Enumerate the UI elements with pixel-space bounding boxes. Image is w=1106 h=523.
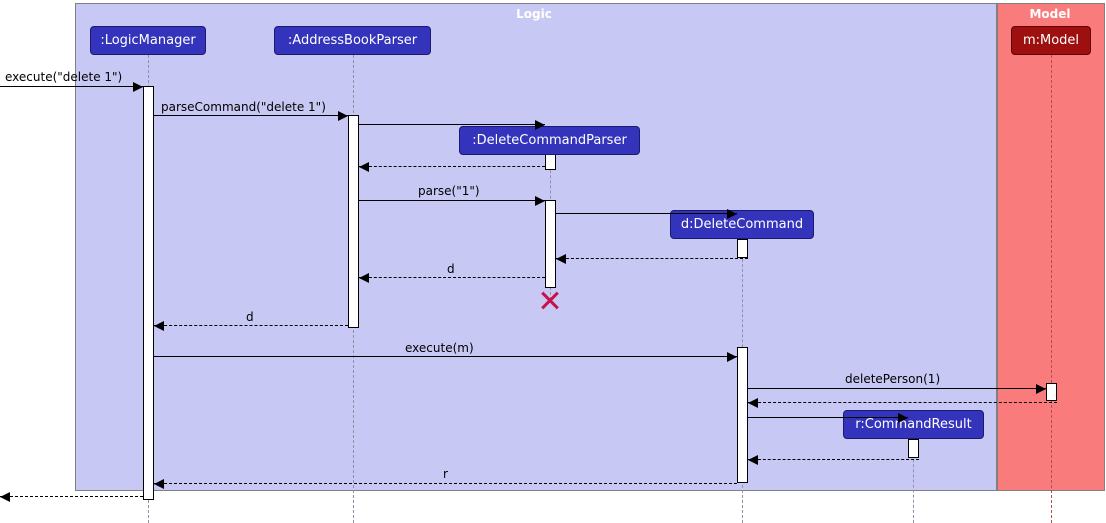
- activation-bar-deletecommandparser: [545, 200, 556, 288]
- activation-bar-logicexec: [737, 347, 748, 483]
- message-line-m1: [0, 86, 143, 87]
- message-arrowhead-m2: [338, 111, 348, 121]
- message-arrowhead-m11: [1036, 384, 1046, 394]
- message-arrowhead-m16: [0, 492, 10, 502]
- lifeline-commandresult: [913, 439, 914, 523]
- participant-model[interactable]: m:Model: [1011, 26, 1091, 55]
- participant-logicmanager[interactable]: :LogicManager: [90, 26, 206, 55]
- message-label-m2: parseCommand("delete 1"): [161, 100, 326, 114]
- message-line-m10: [154, 356, 737, 357]
- message-line-m14: [748, 459, 919, 460]
- message-arrowhead-m7: [556, 254, 566, 264]
- activation-bar-commandresult: [908, 439, 919, 458]
- activation-bar-deletecommand: [737, 239, 748, 258]
- message-arrowhead-m13: [898, 413, 908, 423]
- activation-bar-addressbookparser: [348, 115, 359, 328]
- message-arrowhead-m9: [154, 321, 164, 331]
- participant-label-commandresult: r:CommandResult: [855, 417, 972, 432]
- message-line-m6: [556, 213, 737, 214]
- message-arrowhead-m4: [359, 162, 369, 172]
- message-line-m9: [154, 325, 348, 326]
- frame-title-model: Model: [1029, 7, 1071, 21]
- activation-bar-model: [1046, 383, 1057, 401]
- message-label-m15: r: [443, 467, 448, 481]
- participant-commandresult[interactable]: r:CommandResult: [843, 410, 984, 439]
- message-line-m7: [556, 258, 748, 259]
- frame-title-logic: Logic: [516, 7, 552, 21]
- message-line-m16: [0, 496, 143, 497]
- message-line-m15: [154, 483, 737, 484]
- participant-label-logicmanager: :LogicManager: [100, 33, 196, 48]
- message-line-m2: [154, 115, 348, 116]
- message-arrowhead-m10: [727, 352, 737, 362]
- message-label-m5: parse("1"): [418, 184, 480, 198]
- activation-bar-logicmanager: [143, 86, 154, 500]
- participant-label-addressbookparser: :AddressBookParser: [287, 33, 418, 48]
- message-label-m8: d: [447, 262, 455, 276]
- message-line-m5: [359, 200, 545, 201]
- participant-deletecommandparser[interactable]: :DeleteCommandParser: [459, 126, 640, 155]
- message-arrowhead-m3: [535, 120, 545, 130]
- message-arrowhead-m14: [748, 455, 758, 465]
- participant-addressbookparser[interactable]: :AddressBookParser: [274, 26, 431, 55]
- message-line-m8: [359, 277, 545, 278]
- message-arrowhead-m5: [535, 196, 545, 206]
- message-line-m13: [748, 417, 908, 418]
- message-label-m1: execute("delete 1"): [5, 70, 123, 84]
- message-line-m11: [748, 388, 1046, 389]
- message-arrowhead-m1: [133, 82, 143, 92]
- participant-label-model: m:Model: [1022, 33, 1080, 48]
- message-arrowhead-m15: [154, 479, 164, 489]
- message-arrowhead-m6: [727, 209, 737, 219]
- message-label-m9: d: [246, 310, 254, 324]
- message-label-m11: deletePerson(1): [845, 372, 941, 386]
- message-line-m4: [359, 166, 545, 167]
- participant-label-deletecommandparser: :DeleteCommandParser: [472, 133, 627, 148]
- participant-label-deletecommand: d:DeleteCommand: [680, 217, 804, 232]
- message-label-m10: execute(m): [405, 341, 474, 355]
- message-line-m3: [359, 124, 545, 125]
- lifeline-model: [1051, 55, 1052, 523]
- destroy-marker-deletecommandparser: [539, 289, 561, 311]
- message-arrowhead-m12: [748, 398, 758, 408]
- frame-logic: [75, 3, 997, 491]
- message-line-m12: [748, 402, 1057, 403]
- message-arrowhead-m8: [359, 273, 369, 283]
- participant-deletecommand[interactable]: d:DeleteCommand: [670, 210, 814, 239]
